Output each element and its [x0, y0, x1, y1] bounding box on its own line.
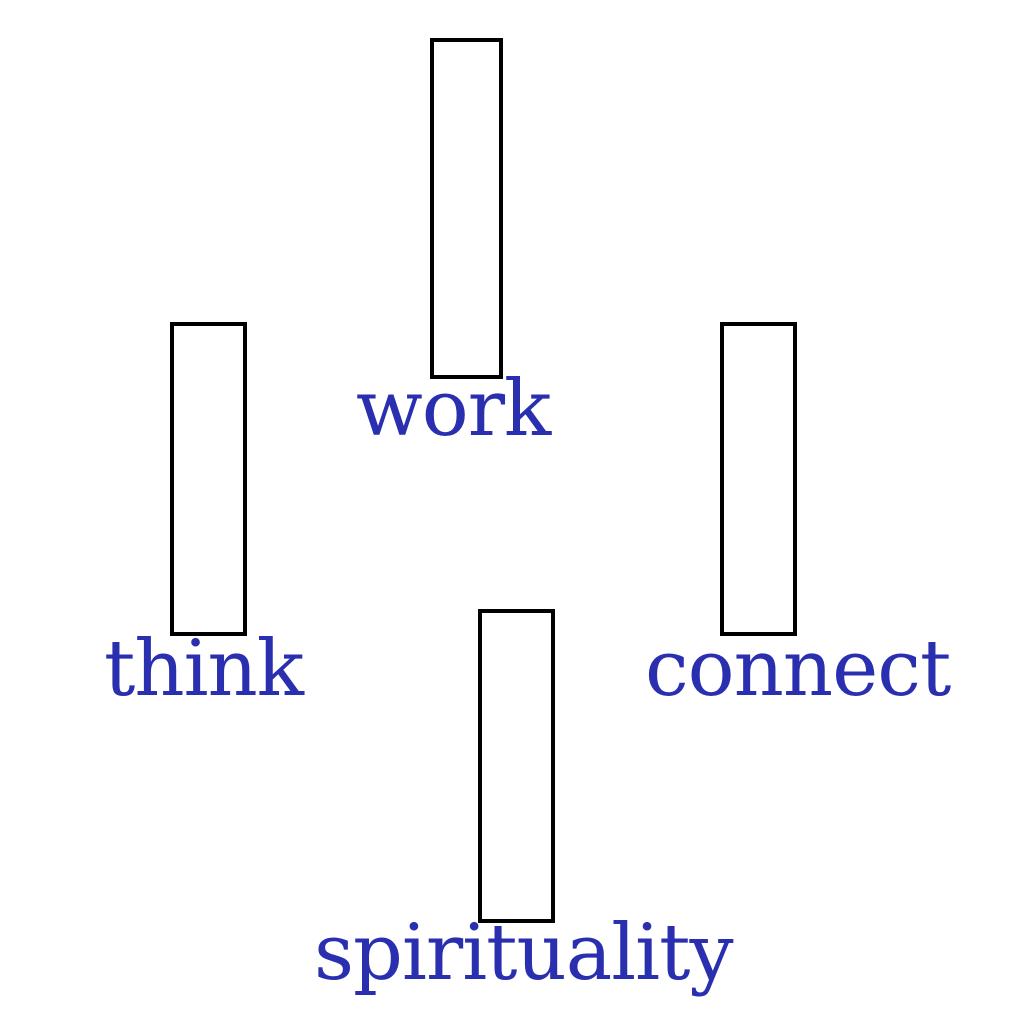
connect-label: connect	[645, 624, 951, 714]
work-bar	[430, 38, 503, 379]
connect-bar	[720, 322, 797, 636]
work-label: work	[356, 364, 551, 454]
spirituality-label: spirituality	[314, 908, 734, 998]
think-bar	[170, 322, 247, 636]
think-label: think	[104, 624, 304, 714]
spirituality-bar	[478, 609, 555, 923]
